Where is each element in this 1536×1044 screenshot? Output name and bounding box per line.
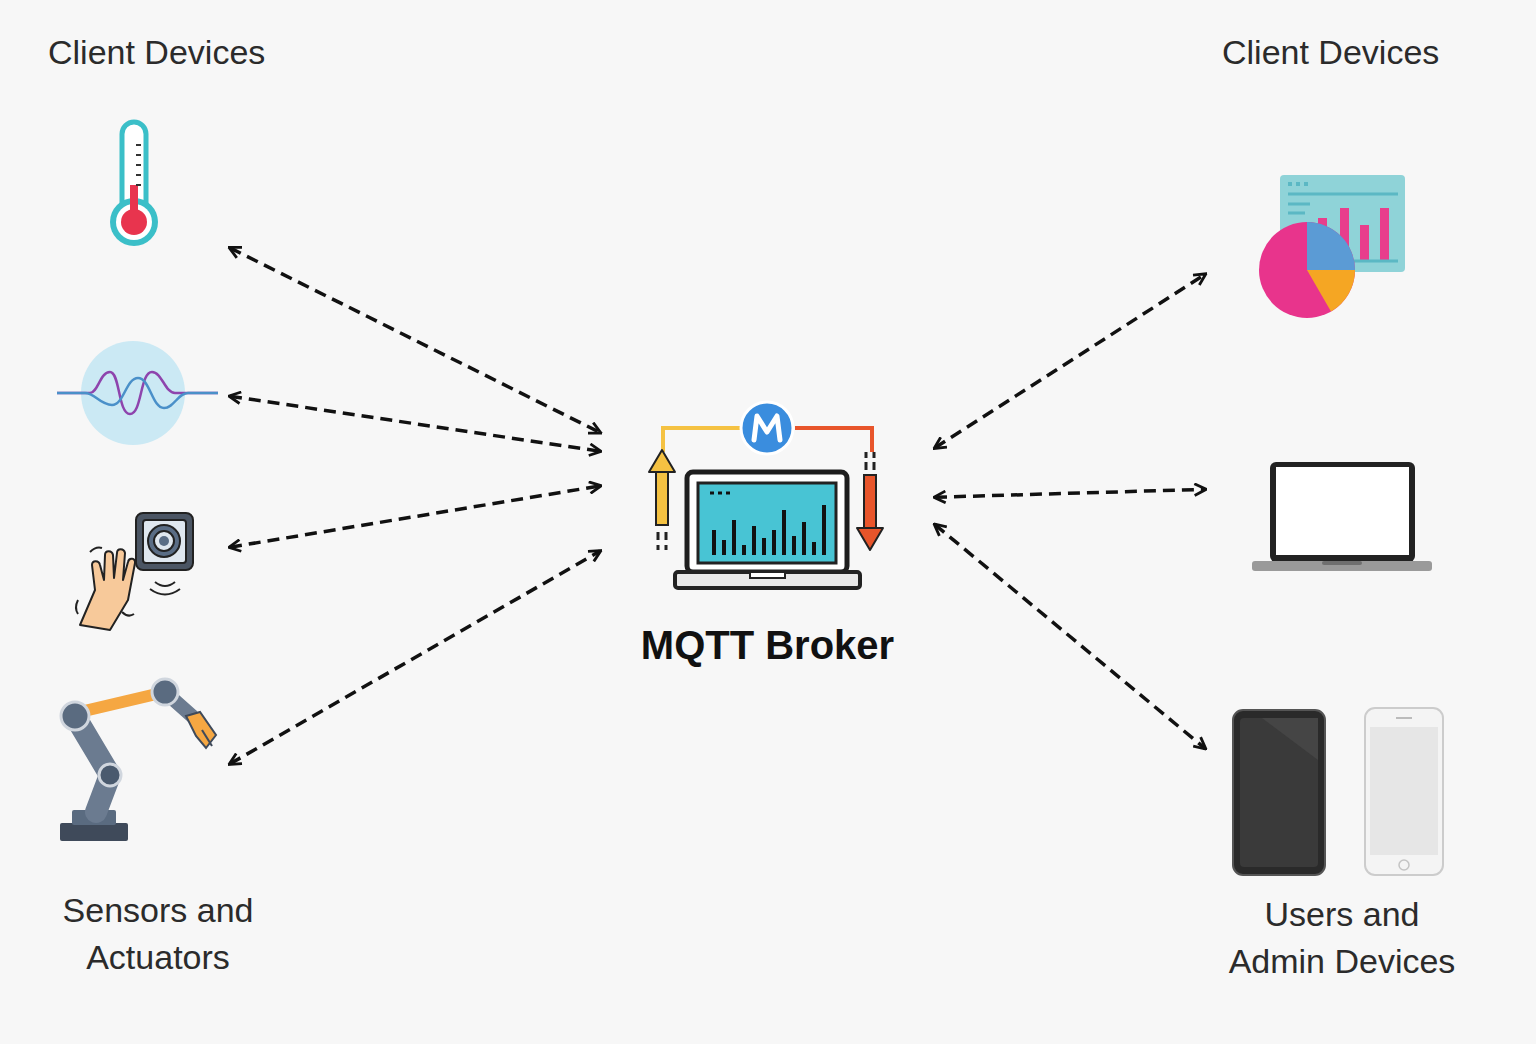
broker-laptop-frame: [687, 472, 847, 572]
robot-gripper: [202, 730, 212, 746]
phones-icon: [1233, 708, 1443, 875]
broker-node: MQTT Broker: [600, 395, 935, 675]
phone-dark: [1233, 710, 1325, 875]
dashed-connector: [935, 489, 1205, 497]
group-caption: Sensors and Actuators: [40, 887, 276, 981]
wave-background: [81, 341, 185, 445]
sensor-lens: [154, 531, 174, 551]
robot-gripper: [186, 712, 216, 748]
wave-line: [57, 372, 218, 414]
group-title: Client Devices: [1222, 32, 1439, 72]
dashboard-bar: [1360, 225, 1369, 260]
screen-dots: [710, 492, 730, 495]
laptop-frame: [1270, 462, 1415, 562]
robot-joint: [99, 764, 121, 786]
robot-arm-icon: [60, 679, 216, 841]
mqtt-logo: [741, 402, 793, 454]
client-device-group: Client DevicesUsers and Admin Devices: [1205, 30, 1485, 990]
subscribe-arrow: [864, 475, 876, 530]
wave-line: [57, 378, 218, 408]
pie-slice: [1307, 222, 1355, 270]
signal-arcs: [150, 582, 180, 595]
broker-icon: [649, 402, 883, 588]
dashed-connector: [230, 551, 600, 764]
client-device-group: Client DevicesSensors and Actuators: [40, 30, 230, 990]
robot-joint: [152, 679, 178, 705]
broker-laptop-screen: [698, 483, 836, 563]
dashboard-dots: [1288, 182, 1308, 186]
sensor-face: [143, 520, 186, 563]
sensor-lens: [159, 536, 169, 546]
laptop-screen: [1276, 467, 1409, 555]
broker-label: MQTT Broker: [600, 621, 935, 669]
thermometer-mercury: [130, 185, 138, 221]
publish-bracket: [663, 428, 740, 452]
pie-slice: [1307, 270, 1355, 312]
sensor-body: [136, 513, 193, 570]
laptop-icon: [1252, 462, 1432, 571]
proximity-sensor-icon: [76, 513, 193, 630]
wave-sensor-icon: [57, 341, 218, 445]
phone-screen: [1370, 727, 1438, 855]
phone-light: [1365, 708, 1443, 875]
dashed-connector: [230, 248, 600, 433]
thermometer-ticks: [136, 145, 141, 185]
dashed-connector: [935, 525, 1205, 749]
thermometer-icon: [110, 122, 158, 246]
phone-screen: [1240, 718, 1318, 867]
dashed-connector: [230, 486, 600, 547]
dashed-connector: [935, 274, 1205, 447]
dashboard-icon: [1259, 175, 1405, 318]
publish-dashes: [658, 532, 666, 550]
robot-joint: [61, 702, 89, 730]
sensor-lens: [148, 525, 180, 557]
laptop-notch: [1322, 561, 1362, 565]
publish-arrow: [649, 450, 675, 472]
publish-arrow: [656, 470, 668, 525]
mqtt-logo-mark: [754, 416, 780, 440]
hand: [80, 549, 135, 630]
subscribe-dashes: [866, 452, 874, 470]
phone-button: [1399, 860, 1409, 870]
subscribe-bracket: [795, 428, 872, 452]
group-title: Client Devices: [48, 32, 265, 72]
phone-speaker: [1396, 717, 1412, 719]
group-caption: Users and Admin Devices: [1217, 891, 1467, 985]
robot-base: [60, 823, 128, 841]
broker-laptop-notch: [750, 572, 785, 578]
dashboard-bar: [1380, 208, 1389, 260]
dashed-connector: [230, 396, 600, 451]
pie-slice: [1259, 222, 1355, 318]
laptop-base: [1252, 561, 1432, 571]
subscribe-arrow: [857, 528, 883, 550]
motion-marks: [76, 548, 134, 616]
phone-glare: [1262, 718, 1318, 760]
screen-bars: [714, 505, 824, 555]
broker-laptop-base: [675, 572, 860, 588]
